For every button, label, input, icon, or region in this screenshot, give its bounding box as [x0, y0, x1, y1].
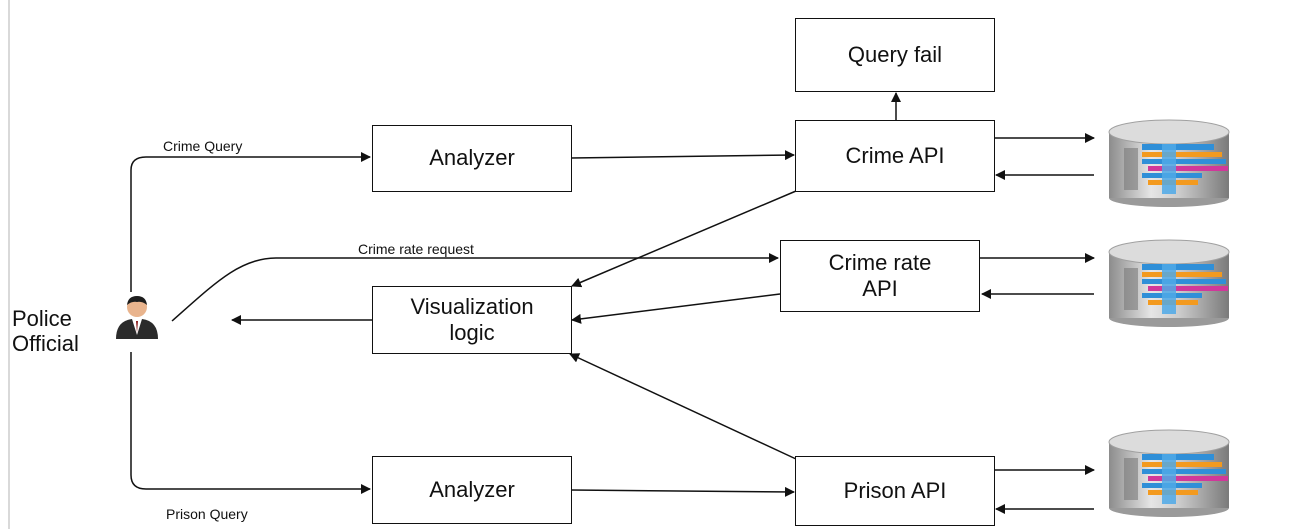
box-visualization-line2: logic	[449, 320, 495, 345]
police-officer-icon	[116, 296, 158, 339]
edge-crime-rate-request	[171, 253, 779, 322]
edge-prison-query	[130, 352, 371, 494]
box-analyzer-top: Analyzer	[372, 125, 572, 192]
box-crime-rate-api-line2: API	[862, 276, 898, 301]
box-visualization-logic: Visualization logic	[372, 286, 572, 354]
box-crime-api: Crime API	[795, 120, 995, 192]
edge-analyzer-to-crime-api	[570, 150, 795, 161]
page-left-rule	[8, 0, 10, 529]
edge-analyzer-to-prison-api	[570, 486, 795, 497]
box-crime-rate-api-line1: Crime rate	[828, 249, 932, 275]
actor-police-official: Police Official	[12, 306, 79, 357]
edge-prison-api-to-visualization	[569, 353, 797, 460]
database-icon-crime	[1108, 119, 1230, 208]
box-crime-rate-api: Crime rate API	[780, 240, 980, 312]
box-prison-api-label: Prison API	[843, 477, 947, 503]
box-analyzer-bottom: Analyzer	[372, 456, 572, 524]
actor-label-line2: Official	[12, 331, 79, 357]
box-analyzer-bottom-label: Analyzer	[429, 476, 515, 502]
actor-label-line1: Police	[12, 306, 72, 331]
box-query-fail: Query fail	[795, 18, 995, 92]
box-visualization-line1: Visualization	[410, 293, 534, 319]
box-crime-api-label: Crime API	[845, 142, 945, 168]
database-icon-crime-rate	[1108, 239, 1230, 328]
box-analyzer-top-label: Analyzer	[429, 145, 515, 171]
box-prison-api: Prison API	[795, 456, 995, 526]
edge-label-prison-query: Prison Query	[166, 506, 248, 522]
edge-label-crime-rate-request: Crime rate request	[358, 241, 474, 257]
edge-label-crime-query: Crime Query	[163, 138, 243, 154]
box-query-fail-label: Query fail	[847, 41, 943, 67]
database-icon-prison	[1108, 429, 1230, 518]
edge-crime-query	[130, 152, 371, 292]
edge-crime-rate-api-to-visualization	[571, 293, 781, 324]
edge-crime-api-to-visualization	[571, 190, 797, 288]
